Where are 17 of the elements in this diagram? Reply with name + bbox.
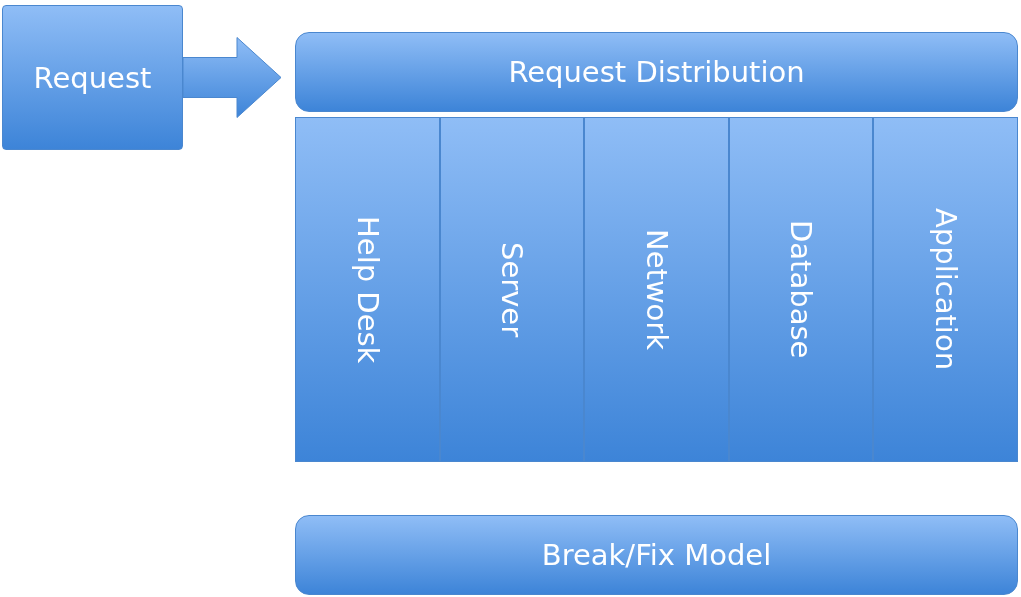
band-box [295, 515, 1018, 595]
block-arrow [182, 37, 282, 118]
node-label: Request [33, 60, 152, 95]
request-box [2, 5, 183, 150]
column-box [873, 117, 1018, 462]
node-label: Help Desk [350, 215, 385, 364]
node-label: Database [784, 220, 818, 359]
node-label: Network [639, 228, 674, 351]
node-label: Server [495, 241, 529, 338]
node-label: Break/Fix Model [541, 538, 772, 572]
column-box [295, 117, 440, 462]
column-box [584, 117, 729, 462]
column-box [440, 117, 584, 462]
column-box [729, 117, 873, 462]
band-box [295, 32, 1018, 112]
node-label: Application [928, 208, 963, 371]
node-label: Request Distribution [508, 55, 805, 89]
